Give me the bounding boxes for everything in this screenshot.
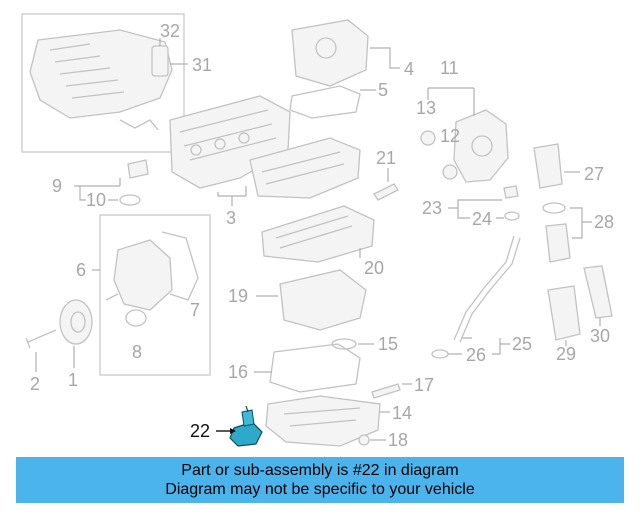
part-22-highlight-group[interactable] [216, 405, 263, 447]
crank-bolt[interactable] [25, 329, 57, 349]
callout-17[interactable]: 17 [414, 375, 434, 395]
callout-23[interactable]: 23 [422, 198, 442, 218]
cooler-gasket[interactable] [583, 265, 613, 319]
banner-line-2: Diagram may not be specific to your vehi… [165, 481, 475, 498]
part-22-connector [241, 409, 255, 427]
oil-filter-element[interactable] [545, 223, 571, 263]
callout-32[interactable]: 32 [160, 21, 180, 41]
callout-27[interactable]: 27 [584, 164, 604, 184]
oil-pan-lower-group[interactable] [265, 395, 390, 447]
callout-11[interactable]: 11 [440, 58, 459, 78]
intake-manifold-group[interactable] [21, 13, 188, 153]
callout-22[interactable]: 22 [190, 421, 210, 441]
callout-30[interactable]: 30 [590, 326, 610, 346]
drain-plug-group[interactable] [358, 434, 386, 446]
oil-pan-upper[interactable] [261, 205, 375, 263]
seal-13[interactable] [420, 130, 436, 146]
info-banner: Part or sub-assembly is #22 in diagram D… [16, 457, 624, 503]
callout-9[interactable]: 9 [52, 176, 62, 196]
lower-cover-group[interactable] [256, 269, 367, 331]
callout-20[interactable]: 20 [364, 258, 384, 278]
chain-cover-group[interactable] [92, 214, 211, 376]
dipstick-handle[interactable] [503, 185, 519, 199]
callout-7[interactable]: 7 [190, 300, 200, 320]
seal-15-group[interactable] [331, 338, 374, 350]
seal-26[interactable] [431, 349, 449, 359]
cylinder-head-group[interactable] [169, 95, 361, 206]
oil-pan-gasket[interactable] [269, 343, 361, 393]
callout-24[interactable]: 24 [472, 209, 492, 229]
timing-cover-upper[interactable] [291, 19, 369, 87]
bolt-6[interactable] [105, 293, 119, 301]
o-ring-28[interactable] [542, 202, 566, 214]
callout-6[interactable]: 6 [76, 260, 86, 280]
callout-21[interactable]: 21 [376, 148, 396, 168]
oil-pan-upper-group[interactable] [261, 205, 375, 263]
sealant-tube[interactable] [371, 383, 401, 399]
front-timing-cover[interactable] [453, 109, 509, 183]
callout-2[interactable]: 2 [30, 374, 40, 394]
callout-26[interactable]: 26 [466, 345, 486, 365]
lower-block-cover[interactable] [279, 269, 367, 331]
cap-9[interactable] [127, 159, 149, 179]
callout-5[interactable]: 5 [378, 80, 388, 100]
callout-12[interactable]: 12 [440, 126, 460, 146]
callout-10[interactable]: 10 [86, 190, 106, 210]
seal-10[interactable] [119, 194, 141, 206]
bolt-21[interactable] [373, 183, 399, 201]
o-ring-24[interactable] [504, 211, 520, 221]
callout-29[interactable]: 29 [556, 344, 576, 364]
callout-28[interactable]: 28 [594, 212, 614, 232]
seal-15[interactable] [331, 338, 357, 350]
intake-manifold-frame [21, 13, 185, 153]
dipstick-tube[interactable] [453, 235, 515, 341]
oil-filter-housing[interactable] [533, 143, 563, 189]
chain-cover[interactable] [113, 239, 173, 311]
chain-cover-frame [99, 214, 211, 376]
dipstick-group[interactable] [431, 185, 521, 359]
callout-31[interactable]: 31 [192, 55, 212, 75]
cover-gasket[interactable] [289, 85, 361, 119]
intake-pipe [119, 119, 159, 131]
timing-cover-group[interactable] [420, 87, 509, 183]
oil-filter-group[interactable] [533, 143, 580, 189]
callout-13[interactable]: 13 [416, 98, 436, 118]
upper-cover-group[interactable] [289, 19, 400, 119]
callout-18[interactable]: 18 [388, 430, 408, 450]
callout-3[interactable]: 3 [226, 208, 236, 228]
callout-15[interactable]: 15 [378, 334, 398, 354]
callout-8[interactable]: 8 [132, 342, 142, 362]
callout-19[interactable]: 19 [228, 286, 248, 306]
intake-manifold[interactable] [29, 29, 173, 119]
callout-16[interactable]: 16 [228, 362, 248, 382]
crank-pulley[interactable] [59, 299, 93, 345]
parts-diagram: 32 31 4 5 11 13 12 27 21 9 10 3 23 24 28… [21, 13, 614, 450]
callout-14[interactable]: 14 [392, 403, 412, 423]
pulley-group[interactable] [25, 299, 93, 372]
bolt-21-group[interactable] [373, 168, 399, 201]
cap-9-group[interactable] [74, 159, 149, 206]
oil-cooler-group[interactable] [547, 265, 613, 346]
valve-cover[interactable] [249, 137, 361, 199]
banner-line-1: Part or sub-assembly is #22 in diagram [181, 462, 459, 479]
chain-cover-gasket[interactable] [161, 231, 199, 301]
callout-25[interactable]: 25 [512, 334, 532, 354]
gasket-16-group[interactable] [254, 343, 361, 393]
callout-4[interactable]: 4 [404, 59, 414, 79]
intake-gasket[interactable] [151, 45, 169, 77]
callout-1[interactable]: 1 [68, 370, 78, 390]
oil-cooler[interactable] [547, 285, 581, 341]
oil-filter-element-group[interactable] [542, 202, 592, 263]
seal-8[interactable] [125, 309, 147, 327]
seal-12[interactable] [442, 164, 458, 180]
sealant-17-group[interactable] [371, 383, 412, 399]
drain-plug[interactable] [358, 434, 370, 446]
